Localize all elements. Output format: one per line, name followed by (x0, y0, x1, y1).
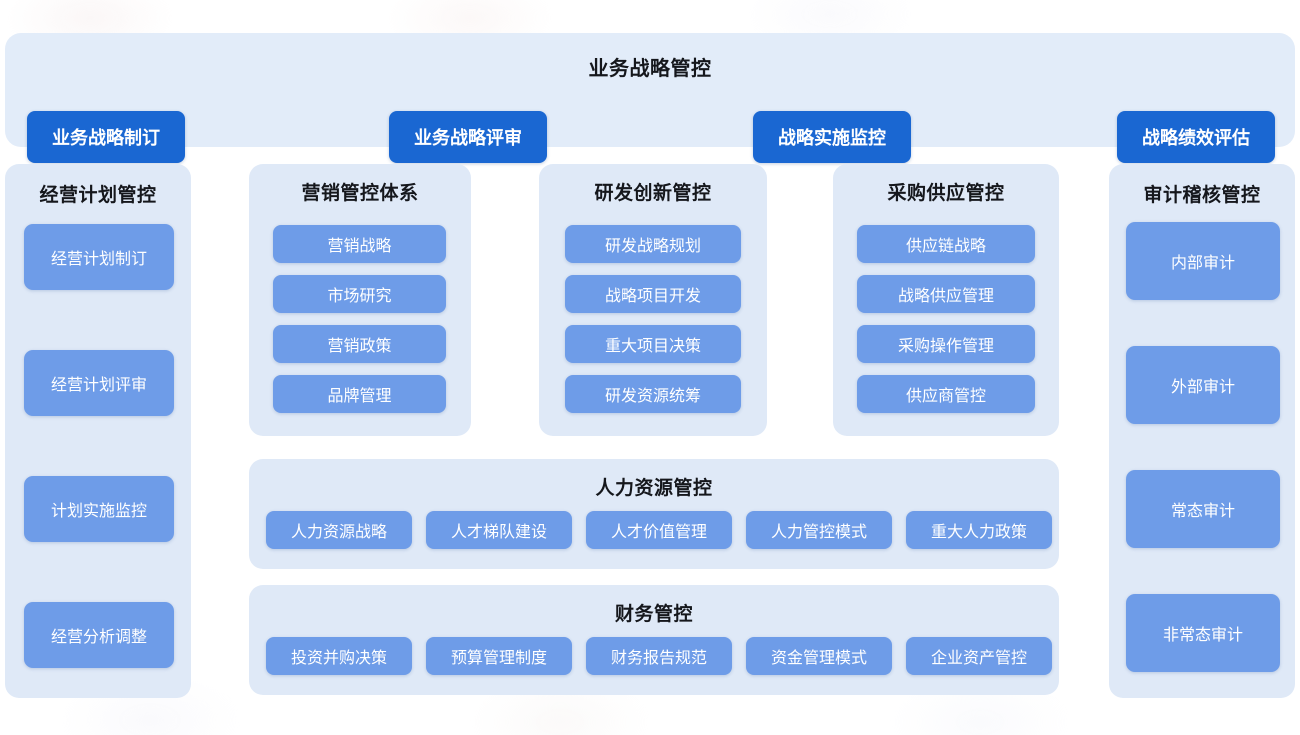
plan-item-2[interactable]: 经营计划评审 (24, 350, 174, 416)
column-title-marketing: 营销管控体系 (301, 183, 419, 204)
finance-item-4[interactable]: 资金管理模式 (746, 637, 892, 675)
banner-title: 业务战略管控 (588, 58, 712, 80)
banner-business-strategy-control: 业务战略管控 业务战略制订 业务战略评审 战略实施监控 战略绩效评估 (5, 33, 1295, 163)
panel-title-finance: 财务管控 (614, 604, 693, 625)
panel-human-resource-control: 人力资源管控 人力资源战略 人才梯队建设 人才价值管理 人力管控模式 重大人力政… (249, 459, 1059, 569)
rnd-item-1[interactable]: 研发战略规划 (565, 225, 741, 263)
rnd-item-3[interactable]: 重大项目决策 (565, 325, 741, 363)
banner-button-4[interactable]: 战略绩效评估 (1117, 111, 1275, 163)
hr-item-3[interactable]: 人才价值管理 (586, 511, 732, 549)
marketing-item-1[interactable]: 营销战略 (273, 225, 446, 263)
purchase-item-2[interactable]: 战略供应管理 (857, 275, 1035, 313)
hr-item-5[interactable]: 重大人力政策 (906, 511, 1052, 549)
purchase-item-4[interactable]: 供应商管控 (857, 375, 1035, 413)
audit-item-1[interactable]: 内部审计 (1126, 222, 1280, 300)
column-marketing-control-system: 营销管控体系 营销战略 市场研究 营销政策 品牌管理 (249, 164, 471, 436)
column-rnd-innovation-control: 研发创新管控 研发战略规划 战略项目开发 重大项目决策 研发资源统筹 (539, 164, 767, 436)
marketing-item-4[interactable]: 品牌管理 (273, 375, 446, 413)
banner-button-1[interactable]: 业务战略制订 (27, 111, 185, 163)
rnd-item-2[interactable]: 战略项目开发 (565, 275, 741, 313)
hr-item-2[interactable]: 人才梯队建设 (426, 511, 572, 549)
banner-button-3[interactable]: 战略实施监控 (753, 111, 911, 163)
marketing-item-2[interactable]: 市场研究 (273, 275, 446, 313)
column-title-rnd: 研发创新管控 (594, 183, 712, 204)
audit-item-4[interactable]: 非常态审计 (1126, 594, 1280, 672)
purchase-item-3[interactable]: 采购操作管理 (857, 325, 1035, 363)
audit-item-2[interactable]: 外部审计 (1126, 346, 1280, 424)
finance-item-1[interactable]: 投资并购决策 (266, 637, 412, 675)
column-procurement-supply-control: 采购供应管控 供应链战略 战略供应管理 采购操作管理 供应商管控 (833, 164, 1059, 436)
plan-item-4[interactable]: 经营分析调整 (24, 602, 174, 668)
column-operation-plan-control: 经营计划管控 经营计划制订 经营计划评审 计划实施监控 经营分析调整 (5, 164, 191, 698)
finance-item-3[interactable]: 财务报告规范 (586, 637, 732, 675)
hr-item-4[interactable]: 人力管控模式 (746, 511, 892, 549)
finance-item-5[interactable]: 企业资产管控 (906, 637, 1052, 675)
plan-item-1[interactable]: 经营计划制订 (24, 224, 174, 290)
panel-title-hr: 人力资源管控 (595, 478, 713, 499)
banner-button-2[interactable]: 业务战略评审 (389, 111, 547, 163)
column-title-audit: 审计稽核管控 (1143, 185, 1261, 206)
audit-item-3[interactable]: 常态审计 (1126, 470, 1280, 548)
hr-item-1[interactable]: 人力资源战略 (266, 511, 412, 549)
rnd-item-4[interactable]: 研发资源统筹 (565, 375, 741, 413)
column-title-operation-plan: 经营计划管控 (39, 185, 157, 206)
plan-item-3[interactable]: 计划实施监控 (24, 476, 174, 542)
panel-finance-control: 财务管控 投资并购决策 预算管理制度 财务报告规范 资金管理模式 企业资产管控 (249, 585, 1059, 695)
finance-item-2[interactable]: 预算管理制度 (426, 637, 572, 675)
purchase-item-1[interactable]: 供应链战略 (857, 225, 1035, 263)
column-audit-inspection-control: 审计稽核管控 内部审计 外部审计 常态审计 非常态审计 (1109, 164, 1295, 698)
column-title-procurement: 采购供应管控 (887, 183, 1005, 204)
marketing-item-3[interactable]: 营销政策 (273, 325, 446, 363)
